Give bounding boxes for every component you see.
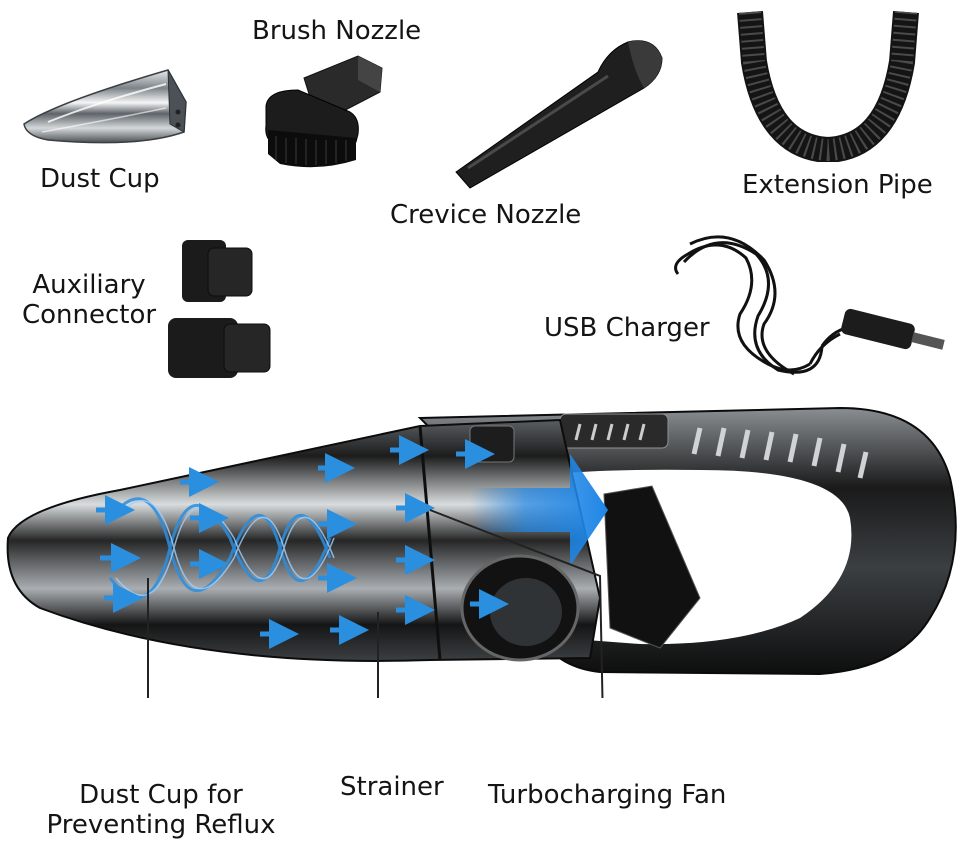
dust-cup-image bbox=[23, 69, 187, 144]
callout-dust-cup-reflux: Dust Cup for Preventing Reflux bbox=[36, 780, 286, 840]
label-crevice-nozzle: Crevice Nozzle bbox=[390, 200, 582, 230]
extension-pipe-image bbox=[737, 10, 919, 162]
usb-charger-image bbox=[674, 235, 945, 376]
label-auxiliary-connector-line2: Connector bbox=[21, 300, 157, 330]
handheld-vacuum-image bbox=[6, 406, 957, 698]
label-auxiliary-connector: Auxiliary Connector bbox=[14, 270, 164, 330]
callout-dust-cup-reflux-line1: Dust Cup for bbox=[79, 780, 243, 810]
callout-strainer: Strainer bbox=[340, 772, 444, 802]
label-brush-nozzle: Brush Nozzle bbox=[252, 16, 422, 46]
crevice-nozzle-image bbox=[455, 40, 663, 189]
brush-nozzle-image bbox=[265, 55, 383, 168]
label-usb-charger: USB Charger bbox=[544, 313, 710, 343]
callout-dust-cup-reflux-line2: Preventing Reflux bbox=[46, 810, 276, 840]
auxiliary-connector-image bbox=[168, 240, 271, 378]
label-dust-cup: Dust Cup bbox=[40, 164, 160, 194]
label-auxiliary-connector-line1: Auxiliary bbox=[32, 270, 146, 300]
callout-turbocharging-fan: Turbocharging Fan bbox=[488, 780, 727, 810]
label-extension-pipe: Extension Pipe bbox=[742, 170, 933, 200]
